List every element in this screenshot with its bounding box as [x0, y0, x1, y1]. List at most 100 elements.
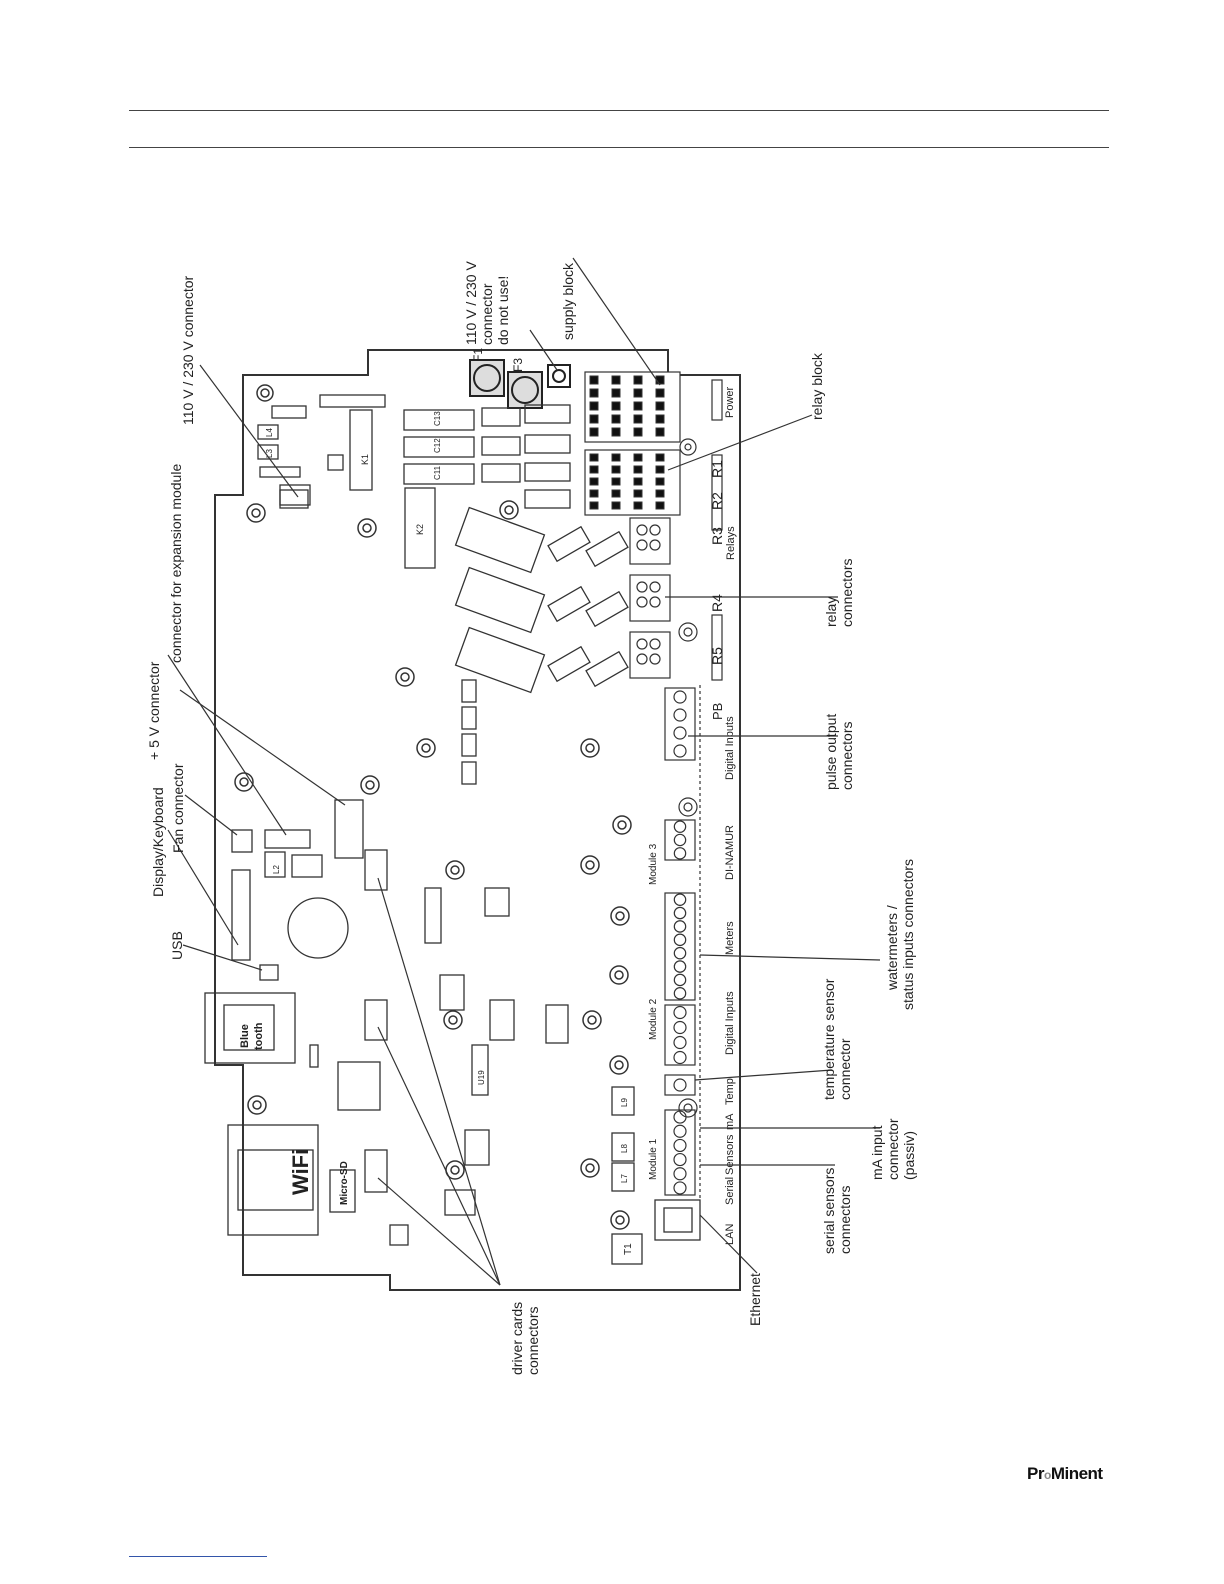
- header-rule-bottom: [129, 147, 1109, 148]
- board-module-3: Module 3: [648, 843, 659, 885]
- connector-pin: [673, 726, 687, 740]
- callout-line: [167, 829, 239, 946]
- terminal-tooth: [655, 414, 665, 424]
- connector-pin: [673, 708, 687, 722]
- terminal-tooth: [633, 489, 643, 498]
- terminal-teeth: [589, 375, 665, 510]
- terminal-tooth: [589, 427, 599, 437]
- bottom-connector-row: [664, 685, 701, 1200]
- terminal-tooth: [633, 414, 643, 424]
- connector-housing: [664, 687, 696, 761]
- board-ma: mA: [724, 1113, 736, 1130]
- terminal-tooth: [611, 414, 621, 424]
- terminal-tooth: [655, 401, 665, 411]
- footer-link-line: [129, 1556, 267, 1557]
- connector-pin: [673, 833, 687, 847]
- terminal-tooth: [611, 477, 621, 486]
- label-pulse-1: pulse output: [823, 714, 839, 790]
- label-driver-2: connectors: [525, 1307, 541, 1375]
- connector-pin: [673, 973, 687, 987]
- board-outline: [214, 349, 741, 1291]
- callout-line: [572, 257, 661, 386]
- label-expansion: connector for expansion module: [168, 464, 184, 663]
- connector-pin: [673, 1138, 687, 1153]
- board-l8: L8: [620, 1144, 629, 1153]
- label-relay-conn-2: connectors: [839, 559, 855, 627]
- terminal-tooth: [589, 414, 599, 424]
- label-230v-top-3: do not use!: [495, 276, 511, 345]
- terminal-tooth: [589, 465, 599, 474]
- board-r4: R4: [709, 594, 725, 612]
- terminal-tooth: [655, 388, 665, 398]
- connector-pin: [673, 1167, 687, 1181]
- board-l7: L7: [620, 1174, 629, 1183]
- connector-pin: [673, 1181, 687, 1195]
- terminal-tooth: [611, 388, 621, 398]
- board-r5: R5: [709, 647, 725, 665]
- label-ma-3: (passiv): [901, 1131, 917, 1180]
- callout-line: [184, 794, 238, 836]
- mounting-holes: [234, 384, 632, 1230]
- terminal-tooth: [589, 375, 599, 385]
- board-l3: L3: [265, 449, 274, 458]
- terminal-tooth: [611, 501, 621, 510]
- board-bluetooth-1: Blue: [239, 1024, 251, 1048]
- board-microsd: Micro-SD: [339, 1161, 350, 1205]
- connector-pin: [673, 820, 687, 833]
- label-temp-1: temperature sensor: [821, 978, 837, 1100]
- connector-pin: [673, 847, 687, 860]
- board-module-1: Module 1: [648, 1138, 659, 1180]
- connector-pin: [673, 1152, 687, 1167]
- terminal-tooth: [611, 465, 621, 474]
- board-c12: C12: [433, 438, 442, 453]
- terminal-tooth: [655, 489, 665, 498]
- terminal-blocks: [584, 371, 681, 516]
- callout-line: [699, 1214, 758, 1274]
- connector-pin: [673, 1020, 687, 1035]
- board-f3: F3: [511, 358, 525, 372]
- board-u19: U19: [477, 1070, 486, 1085]
- terminal-tooth: [589, 477, 599, 486]
- terminal-tooth: [655, 427, 665, 437]
- connector-housing: [664, 1074, 696, 1096]
- board-t1: T1: [623, 1243, 634, 1255]
- label-water-2: status inputs connectors: [900, 859, 916, 1010]
- terminal-tooth: [589, 388, 599, 398]
- board-f1: F1: [471, 348, 485, 362]
- connector-pin: [673, 1005, 687, 1020]
- callout-lines: [167, 257, 881, 1286]
- board-c11: C11: [433, 465, 442, 480]
- terminal-tooth: [589, 401, 599, 411]
- connector-pin: [673, 1078, 687, 1092]
- callout-line: [667, 414, 813, 471]
- connector-pin: [673, 906, 687, 920]
- relay-connectors: [629, 379, 723, 1118]
- board-meters: Meters: [724, 921, 736, 955]
- fuses: [469, 359, 571, 409]
- board-temp: Temp: [724, 1078, 736, 1105]
- label-supply: supply block: [560, 262, 576, 340]
- callout-labels: 110 V / 230 V connector connector for ex…: [146, 261, 917, 1375]
- connector-pin: [673, 893, 687, 906]
- callout-line: [377, 1177, 501, 1286]
- terminal-tooth: [589, 501, 599, 510]
- connector-pin: [673, 960, 687, 973]
- board-module-2: Module 2: [648, 998, 659, 1040]
- terminal-tooth: [589, 489, 599, 498]
- board-sensors: Sensors: [724, 1134, 736, 1175]
- connector-pin: [673, 920, 687, 933]
- callout-line: [377, 877, 501, 1286]
- label-serial-2: connectors: [837, 1186, 853, 1254]
- board-pb: PB: [710, 703, 725, 720]
- terminal-tooth: [611, 453, 621, 462]
- connector-pin: [673, 933, 687, 947]
- terminal-tooth: [655, 501, 665, 510]
- board-l2: L2: [272, 865, 281, 874]
- header-rule-top: [129, 110, 1109, 111]
- board-power: Power: [724, 386, 736, 418]
- board-bluetooth-2: tooth: [253, 1022, 265, 1050]
- board-c13: C13: [433, 411, 442, 426]
- label-water-1: watermeters /: [884, 905, 900, 991]
- board-labels: WiFi Micro-SD Blue tooth Power R1 R2 R3 …: [239, 348, 737, 1255]
